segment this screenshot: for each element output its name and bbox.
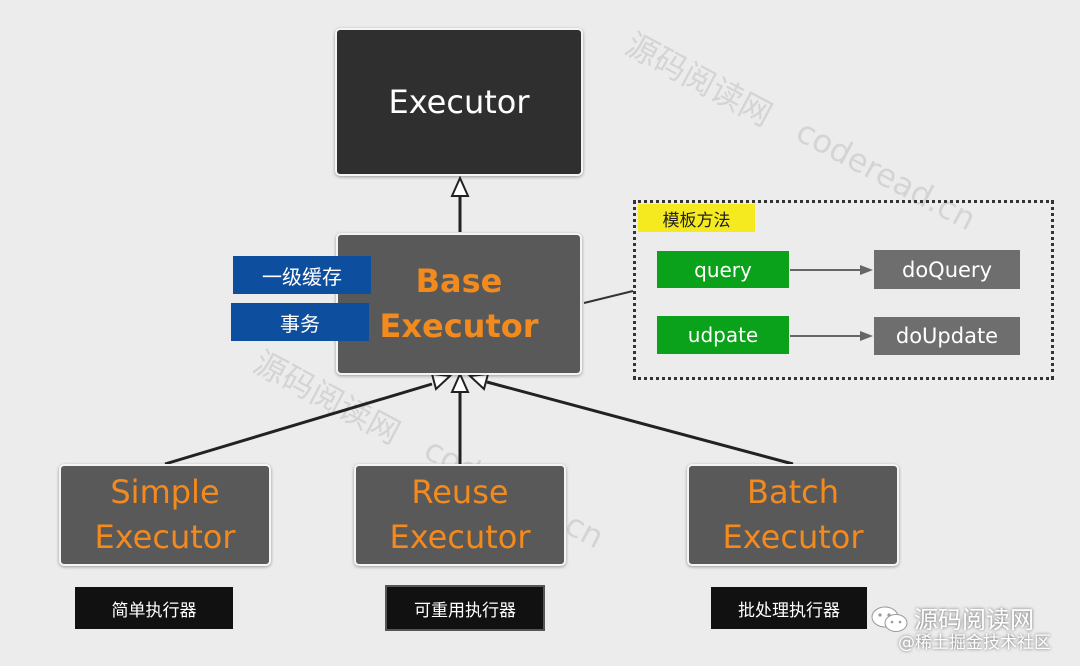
simple-executor-title: Simple Executor [94,473,236,556]
template-method-label: 模板方法 [638,204,755,232]
executor-node: Executor [335,28,583,176]
inherit-line-simple-to-base [164,382,433,466]
update-arrowhead [860,331,873,341]
cache-tag: 一级缓存 [233,256,371,294]
simple-executor-label: 简单执行器 [75,587,233,629]
brand-community: @稀土掘金技术社区 [898,633,1051,653]
do-query-method-box: doQuery [874,250,1020,289]
do-update-method-box: doUpdate [874,317,1020,355]
inherit-line-batch-to-base [486,380,794,466]
base-executor-title: Base Executor [379,262,539,345]
inherit-arrowhead-reuse [450,371,470,393]
base-to-template-line [583,290,634,304]
reuse-executor-node: Reuse Executor [354,464,566,566]
query-method-box: query [657,251,789,288]
executor-title: Executor [388,83,530,121]
template-method-frame [633,200,1054,380]
brand-name: 源码阅读网 [914,606,1034,634]
inherit-arrowhead-batch [467,372,490,391]
simple-executor-node: Simple Executor [59,464,271,566]
query-arrowhead [860,265,873,275]
reuse-executor-label: 可重用执行器 [385,585,545,631]
batch-executor-label: 批处理执行器 [711,587,867,629]
batch-executor-node: Batch Executor [687,464,899,566]
transaction-tag: 事务 [231,303,369,341]
reuse-executor-title: Reuse Executor [389,473,531,556]
wechat-icon [870,604,910,634]
update-method-box: udpate [657,316,789,354]
batch-executor-title: Batch Executor [722,473,864,556]
inherit-arrowhead-simple [430,372,453,391]
base-executor-node: Base Executor [336,233,582,375]
inherit-arrowhead-executor [450,175,470,197]
